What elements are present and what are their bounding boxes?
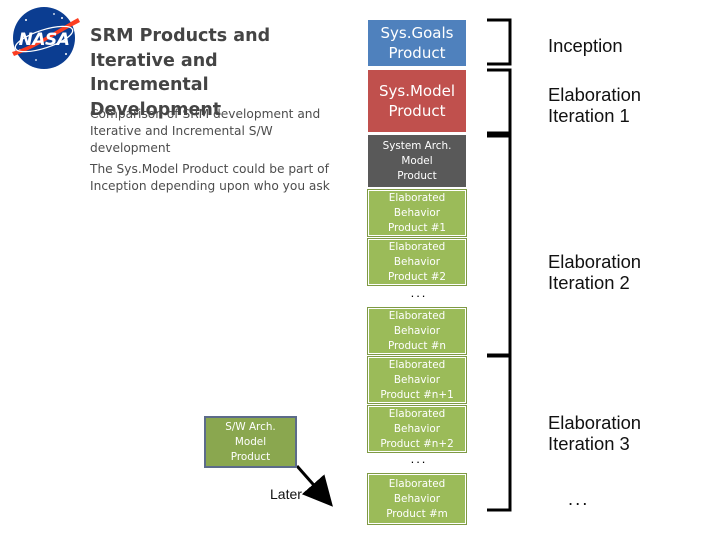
elaborated-behavior-n2-box: Elaborated Behavior Product #n+2 bbox=[367, 405, 467, 453]
sysmodel-product-box: Sys.Model Product bbox=[368, 70, 466, 132]
elaborated-behavior-n1-box: Elaborated Behavior Product #n+1 bbox=[367, 356, 467, 404]
page-title: SRM Products and Iterative and Increment… bbox=[90, 26, 271, 120]
elaborated-behavior-n-box: Elaborated Behavior Product #n bbox=[367, 307, 467, 355]
ellipsis-2: ... bbox=[410, 451, 428, 466]
elaboration-iteration-3-label: Elaboration Iteration 3 bbox=[548, 412, 642, 454]
bracket-elab1 bbox=[487, 68, 512, 135]
ellipsis-1: ... bbox=[410, 285, 428, 300]
nasa-wordmark: NASA bbox=[19, 30, 70, 50]
inception-label: Inception bbox=[548, 35, 623, 56]
elaborated-behavior-2-box: Elaborated Behavior Product #2 bbox=[367, 238, 467, 286]
sysgoals-product-box: Sys.Goals Product bbox=[368, 20, 466, 66]
bullet-text-1: Comparison of SRM development and Iterat… bbox=[90, 107, 321, 155]
elaborated-behavior-1-box: Elaborated Behavior Product #1 bbox=[367, 189, 467, 237]
nasa-logo: NASA bbox=[12, 7, 80, 69]
bracket-inception bbox=[487, 18, 512, 66]
system-arch-model-box: System Arch. Model Product bbox=[368, 135, 466, 187]
elaborated-behavior-m-box: Elaborated Behavior Product #m bbox=[367, 473, 467, 525]
more-iterations-ellipsis: ... bbox=[568, 488, 590, 509]
sw-arch-model-box: S/W Arch. Model Product bbox=[204, 416, 297, 468]
later-arrow bbox=[295, 465, 333, 507]
elaboration-iteration-1-label: Elaboration Iteration 1 bbox=[548, 84, 642, 126]
later-label: Later bbox=[270, 486, 302, 502]
bracket-elab3 bbox=[487, 354, 512, 512]
bracket-elab2 bbox=[487, 134, 512, 357]
elaboration-iteration-2-label: Elaboration Iteration 2 bbox=[548, 251, 642, 293]
bullet-text-2: The Sys.Model Product could be part of I… bbox=[90, 162, 330, 193]
